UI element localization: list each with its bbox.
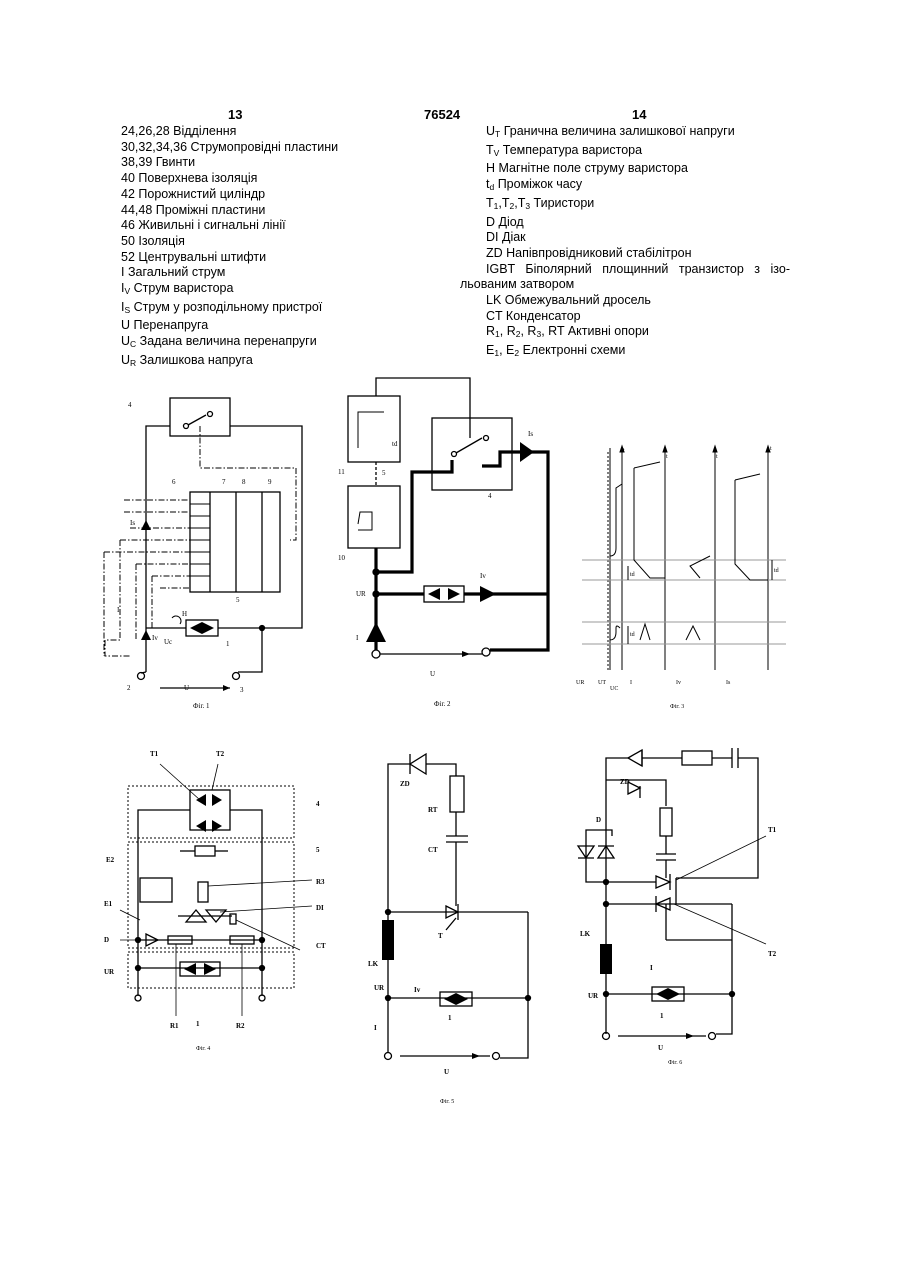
figure-label: UR xyxy=(588,992,599,1000)
figure-label: 9 xyxy=(268,478,272,486)
figure-label: Is xyxy=(528,430,533,438)
figure-label: 7 xyxy=(222,478,226,486)
figure-label: 1 xyxy=(196,1020,200,1028)
figure-label: Is xyxy=(130,519,135,527)
figure-label: D xyxy=(104,936,109,944)
figure-label: 11 xyxy=(338,468,345,476)
figure-label: 5 xyxy=(382,469,386,477)
figure-label: U xyxy=(430,670,435,678)
figure-label: 2 xyxy=(127,684,131,692)
figure-label: ZD xyxy=(620,778,630,786)
switch-blade xyxy=(188,415,206,425)
figure-label: 4 xyxy=(488,492,492,500)
figure-label: T2 xyxy=(216,750,225,758)
figure-label: 1 xyxy=(448,1014,452,1022)
figure-label: H xyxy=(182,610,187,618)
figure-caption: Фіг. 5 xyxy=(440,1099,454,1105)
figure-label: D xyxy=(596,816,601,824)
figure-label: Iv xyxy=(414,986,421,994)
figure-label: R3 xyxy=(316,878,325,886)
figure-label: UR xyxy=(356,590,366,598)
figure-label: RT xyxy=(428,806,438,814)
figure-label: I xyxy=(650,964,653,972)
figure-label: UR xyxy=(104,968,115,976)
figure-label: DI xyxy=(316,904,324,912)
figure-label: T xyxy=(438,932,443,940)
figure-2: 11 10 5 4 td Is Iv UR I U Фіг. 2 xyxy=(338,378,548,708)
figure-label: E2 xyxy=(106,856,115,864)
terminal-block xyxy=(190,492,280,592)
figure-label: CT xyxy=(428,846,438,854)
figure-label: 4 xyxy=(316,800,320,808)
figure-label: UT xyxy=(598,680,606,686)
figure-5: ZD RT CT T LK UR Iv I U 1 Фіг. 5 xyxy=(368,754,531,1105)
figure-label: td xyxy=(630,632,635,638)
figure-label: I xyxy=(630,680,632,686)
figure-label: 5 xyxy=(236,596,240,604)
figure-caption: Фіг. 2 xyxy=(434,700,451,708)
figure-label: Iv xyxy=(152,634,158,642)
terminal-2 xyxy=(138,673,145,680)
figure-label: t xyxy=(770,446,772,452)
figure-label: CT xyxy=(316,942,326,950)
figure-label: Uc xyxy=(164,638,172,646)
figure-label: U xyxy=(184,684,189,692)
figure-label: Is xyxy=(726,680,731,686)
figure-1: 5 4 6 7 8 9 1 2 3 U I H Is Iv Uc Фіг. 1 xyxy=(104,398,302,710)
figure-label: UC xyxy=(610,686,618,692)
figure-label: I xyxy=(356,634,359,642)
figure-label: U xyxy=(658,1044,663,1052)
figure-label: 1 xyxy=(226,640,230,648)
figure-label: R1 xyxy=(170,1022,179,1030)
figure-label: 5 xyxy=(316,846,320,854)
figure-label: t xyxy=(623,448,625,454)
figure-label: U xyxy=(444,1068,449,1076)
switch-contact xyxy=(208,412,213,417)
figure-label: T1 xyxy=(150,750,159,758)
figure-caption: Фіг. 6 xyxy=(668,1060,682,1066)
figure-label: Iv xyxy=(676,680,681,686)
figure-4: T1 T2 E2 E1 D UR R1 R2 R3 DI CT 4 5 1 Фі… xyxy=(104,750,326,1052)
figure-label: 1 xyxy=(660,1012,664,1020)
terminal-3 xyxy=(233,673,240,680)
figure-label: UR xyxy=(374,984,385,992)
control-unit-10 xyxy=(348,486,400,548)
figure-label: Iv xyxy=(480,572,486,580)
figure-label: UR xyxy=(576,680,584,686)
figure-label: T2 xyxy=(768,950,777,958)
figure-label: 3 xyxy=(240,686,244,694)
figure-caption: Фіг. 3 xyxy=(670,704,684,710)
figure-label: t xyxy=(716,454,718,460)
figure-3: t t t t td td td UR UT UC I Iv Is Фіг. 3 xyxy=(576,446,786,710)
figure-label: ZD xyxy=(400,780,410,788)
figure-label: R2 xyxy=(236,1022,245,1030)
figure-label: 8 xyxy=(242,478,246,486)
figure-6: ZD D T1 T2 LK UR I U 1 Фіг. 6 xyxy=(578,748,777,1066)
figure-label: 6 xyxy=(172,478,176,486)
figure-label: td xyxy=(774,568,779,574)
figure-label: 10 xyxy=(338,554,346,562)
switch-contact xyxy=(184,424,189,429)
figure-label: t xyxy=(666,454,668,460)
figure-label: LK xyxy=(368,960,379,968)
control-unit-11 xyxy=(348,396,400,462)
figure-label: LK xyxy=(580,930,591,938)
figure-label: td xyxy=(392,440,398,448)
figure-caption: Фіг. 1 xyxy=(193,702,210,710)
figure-label: I xyxy=(374,1024,377,1032)
figure-label: T1 xyxy=(768,826,777,834)
figure-label: E1 xyxy=(104,900,113,908)
figure-caption: Фіг. 4 xyxy=(196,1046,210,1052)
figure-label: td xyxy=(630,572,635,578)
figure-label: 4 xyxy=(128,401,132,409)
electronic-circuit-e2 xyxy=(140,878,172,902)
